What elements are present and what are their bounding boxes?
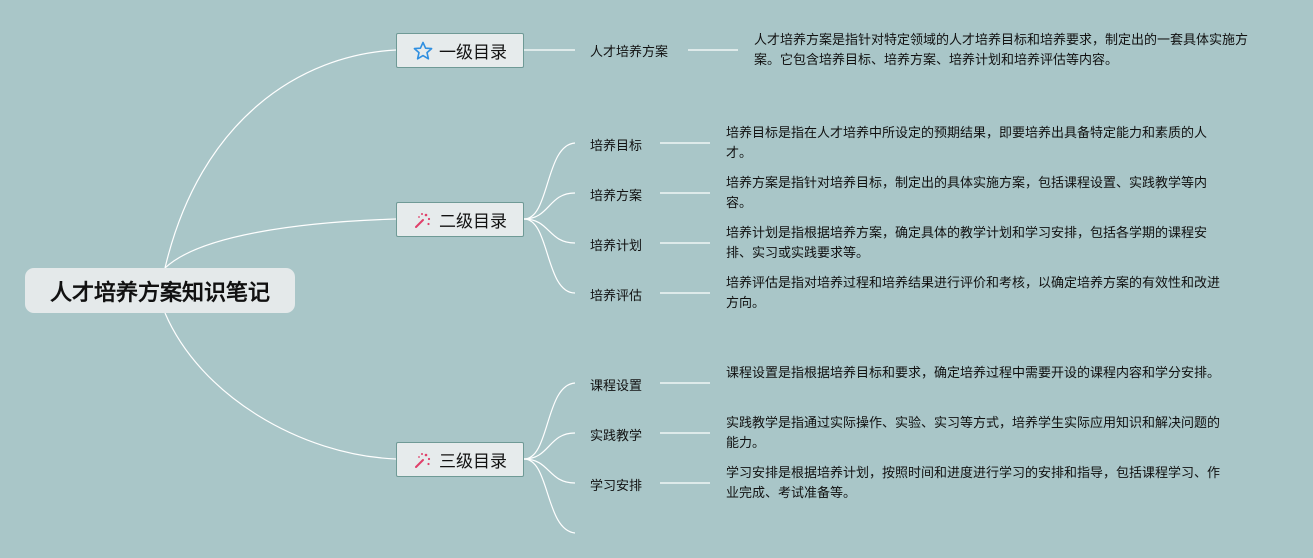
level-node-2[interactable]: 二级目录: [396, 202, 524, 237]
subtopic-label[interactable]: 课程设置: [590, 379, 643, 394]
subtopic-label[interactable]: 学习安排: [590, 479, 643, 494]
level-title: 一级目录: [439, 43, 507, 63]
root-title: 人才培养方案知识笔记: [49, 280, 270, 306]
subtopic-description: 培养目标是指在人才培养中所设定的预期结果，即要培养出具备特定能力和素质的人才。: [726, 126, 1208, 161]
subtopic-label[interactable]: 培养评估: [590, 289, 643, 304]
level-node-1[interactable]: 一级目录: [396, 33, 524, 68]
subtopic-description: 课程设置是指根据培养目标和要求，确定培养过程中需要开设的课程内容和学分安排。: [726, 366, 1221, 381]
level-title: 三级目录: [439, 452, 507, 472]
subtopic-description: 培养评估是指对培养过程和培养结果进行评价和考核，以确定培养方案的有效性和改进方向…: [726, 276, 1221, 311]
star-icon: [413, 41, 433, 61]
magic-wand-icon: [413, 210, 433, 230]
subtopic-description: 人才培养方案是指针对特定领域的人才培养目标和培养要求，制定出的一套具体实施方案。…: [754, 33, 1249, 68]
subtopic-description: 培养计划是指根据培养方案，确定具体的教学计划和学习安排，包括各学期的课程安排、实…: [726, 226, 1208, 261]
subtopic-label[interactable]: 培养目标: [590, 139, 643, 154]
subtopic-label[interactable]: 实践教学: [590, 429, 643, 444]
level-title: 二级目录: [439, 212, 507, 232]
subtopic-label[interactable]: 培养计划: [590, 239, 643, 254]
subtopic-description: 学习安排是根据培养计划，按照时间和进度进行学习的安排和指导，包括课程学习、作业完…: [726, 466, 1221, 501]
root-topic[interactable]: 人才培养方案知识笔记: [25, 268, 295, 313]
subtopic-label[interactable]: 培养方案: [590, 189, 643, 204]
level-node-3[interactable]: 三级目录: [396, 442, 524, 477]
subtopic-description: 培养方案是指针对培养目标，制定出的具体实施方案，包括课程设置、实践教学等内容。: [726, 176, 1208, 211]
subtopic-description: 实践教学是指通过实际操作、实验、实习等方式，培养学生实际应用知识和解决问题的能力…: [726, 416, 1221, 451]
magic-wand-icon: [413, 450, 433, 470]
subtopic-label[interactable]: 人才培养方案: [590, 45, 669, 60]
